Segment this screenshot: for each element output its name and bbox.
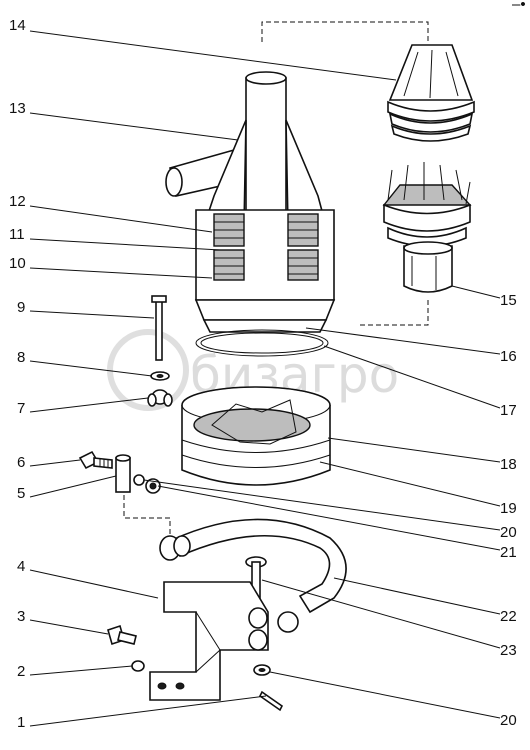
bracket-bolt [107,624,137,646]
callout-15: 15 [500,292,517,309]
leader-lines [29,30,501,727]
callout-17: 17 [500,402,517,419]
wing-nut [147,389,173,407]
top-cap [387,44,475,142]
callout-22: 22 [500,608,517,625]
callout-numbers: 14 13 12 11 10 9 8 7 6 5 4 3 2 1 15 16 1… [9,17,517,731]
clamp-bolt [78,450,113,470]
small-washer [133,474,145,486]
mounting-bracket [149,581,269,701]
lower-washer [253,664,271,676]
sealing-ring [195,329,329,357]
callout-6: 6 [17,454,25,471]
washer-upper [150,371,170,381]
clamp-band [159,518,347,633]
long-bolt [151,295,167,361]
swirler-assembly [382,162,472,293]
hinge-pin [245,556,267,615]
callout-18: 18 [500,456,517,473]
callout-8: 8 [17,349,25,366]
callout-20b: 20 [500,712,517,729]
callout-5: 5 [17,485,25,502]
spring-washer [131,660,145,672]
oil-pan [181,386,331,486]
callout-21: 21 [500,544,517,561]
callout-19: 19 [500,500,517,517]
callout-4: 4 [17,558,25,575]
callout-9: 9 [17,299,25,316]
cotter-pin [258,690,284,712]
callout-23: 23 [500,642,517,659]
main-housing [165,71,336,333]
corner-mark: –• [512,0,526,13]
callout-1: 1 [17,714,25,731]
callout-7: 7 [17,400,25,417]
callout-20: 20 [500,524,517,541]
callout-13: 13 [9,100,26,117]
callout-2: 2 [17,663,25,680]
callout-3: 3 [17,608,25,625]
callout-12: 12 [9,193,26,210]
callout-14: 14 [9,17,26,34]
assembly-path-top [261,21,429,326]
callout-11: 11 [9,226,25,243]
callout-16: 16 [500,348,517,365]
spacer-sleeve [115,454,131,493]
callout-10: 10 [9,255,26,272]
assembly-path-bottom [123,495,171,540]
